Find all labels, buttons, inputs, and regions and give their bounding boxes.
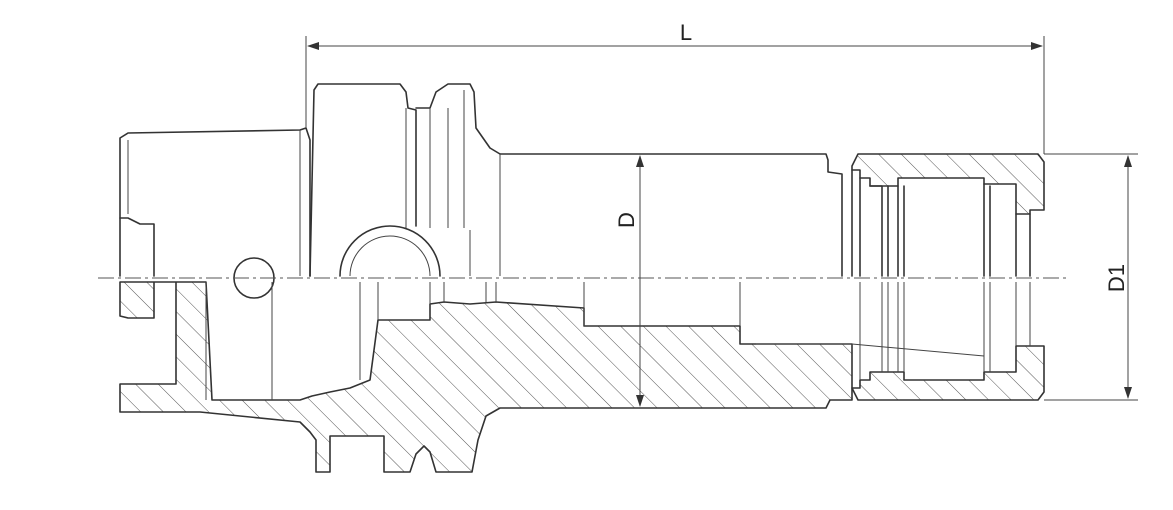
- diameter1-label: D1: [1104, 264, 1129, 292]
- upper-half-view: [119, 83, 1045, 299]
- dimension-diameter: D: [614, 155, 644, 407]
- diameter-label: D: [614, 212, 639, 228]
- dimension-diameter1: D1: [1044, 153, 1138, 401]
- length-label: L: [680, 20, 692, 45]
- dimension-length: L: [305, 20, 1045, 154]
- lower-half-section: [119, 281, 1045, 473]
